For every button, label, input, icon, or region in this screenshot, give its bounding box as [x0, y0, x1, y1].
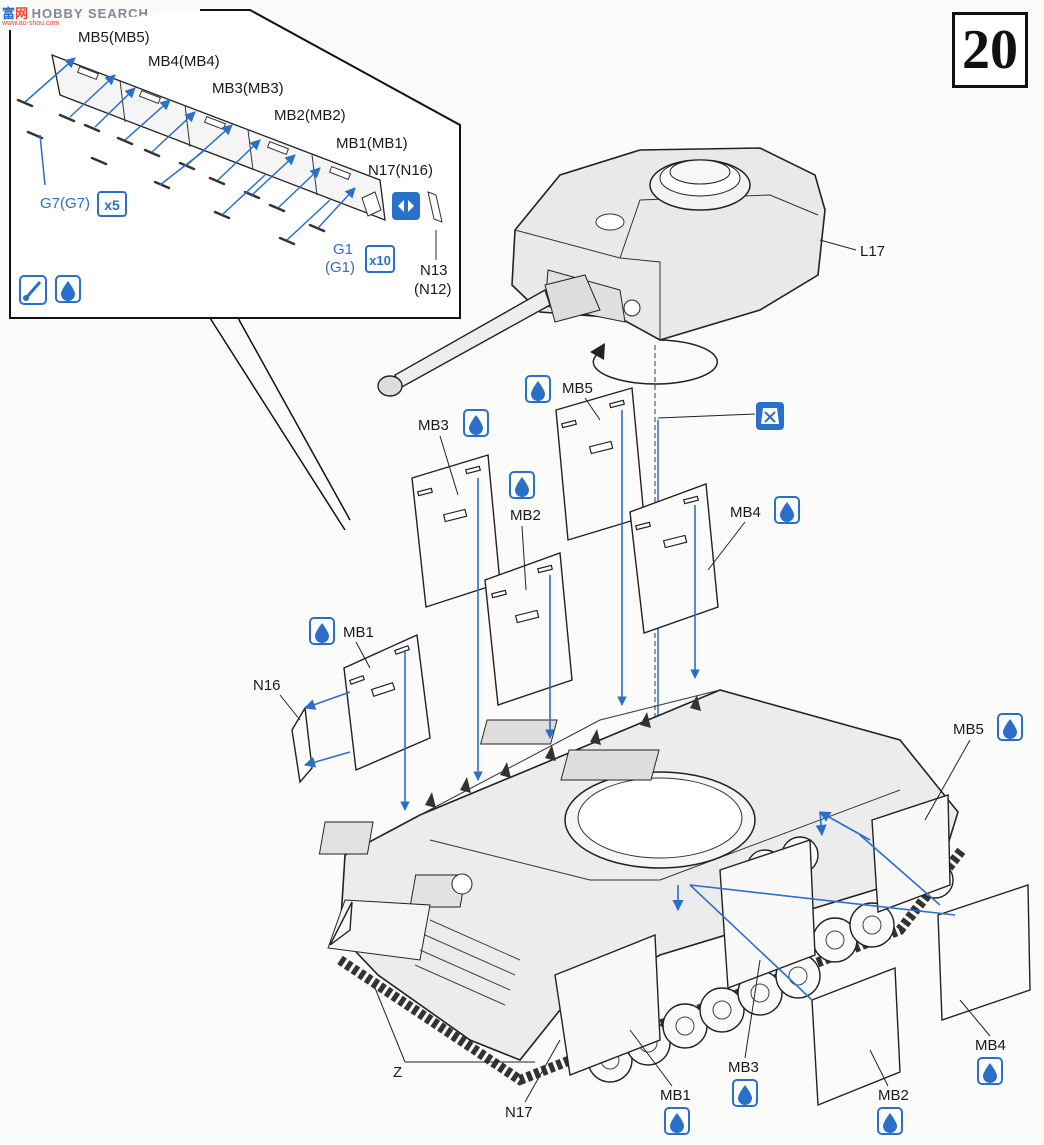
glue-icon-mb5-right — [997, 713, 1023, 741]
glue-drop-icon — [55, 275, 81, 303]
label-mb2-top: MB2 — [510, 507, 541, 524]
label-n16: N16 — [253, 677, 281, 694]
installed-plates — [329, 794, 951, 1076]
rotate-arrow-icon — [590, 339, 719, 385]
installed-mb5 — [871, 794, 951, 913]
glue-icon-mb2-bottom — [877, 1107, 903, 1135]
label-n13: N13 — [420, 262, 448, 279]
glue-icon-mb5 — [525, 375, 551, 403]
watermark-url: www.ao-shou.com — [2, 20, 60, 27]
watermark-cn2: 网 — [15, 6, 29, 21]
bracket-n16 — [291, 705, 313, 784]
qty-badge-g1: x10 — [365, 245, 395, 273]
label-n17: N17 — [505, 1104, 533, 1121]
inset-arrows — [24, 57, 356, 241]
label-mb3-bottom: MB3 — [728, 1059, 759, 1076]
label-mb5-inset: MB5(MB5) — [78, 29, 150, 46]
label-mb2-bottom: MB2 — [878, 1087, 909, 1104]
label-z: Z — [393, 1064, 402, 1081]
watermark-cn: 富 — [2, 6, 16, 21]
label-n13-alt: (N12) — [414, 281, 452, 298]
label-mb1-bottom: MB1 — [660, 1087, 691, 1104]
plate-mb4 — [629, 483, 719, 634]
label-g7: G7(G7) — [40, 195, 90, 212]
glue-icon-mb1 — [309, 617, 335, 645]
glue-icon-mb3-bottom — [732, 1079, 758, 1107]
glue-icon-mb4-right — [977, 1057, 1003, 1085]
no-glue-icon — [756, 402, 784, 430]
qty-badge-g7: x5 — [97, 191, 127, 217]
glue-icon-mb1-bottom — [664, 1107, 690, 1135]
qty-g1: x10 — [369, 253, 391, 268]
main-labels: MB5 MB3 MB2 MB4 MB1 N16 MB5 MB4 MB3 MB2 … — [253, 375, 1023, 1135]
label-mb4-top: MB4 — [730, 504, 761, 521]
plate-mb1 — [343, 633, 431, 772]
installed-mb3 — [719, 839, 816, 989]
watermark-logo: 富网 HOBBY SEARCH www.ao-shou.com — [2, 3, 149, 27]
main-arrows — [303, 410, 956, 1001]
plate-mb2 — [484, 552, 573, 706]
label-mb5-right: MB5 — [953, 721, 984, 738]
glue-icon-mb4 — [774, 496, 800, 524]
label-mb5-top: MB5 — [562, 380, 593, 397]
detail-inset: MB5(MB5) MB4(MB4) MB3(MB3) MB2(MB2) MB1(… — [9, 9, 461, 531]
label-n17-inset: N17(N16) — [368, 162, 433, 179]
label-mb3-top: MB3 — [418, 417, 449, 434]
plate-mb2-bottom — [811, 966, 901, 1107]
glue-icon-mb2 — [509, 471, 535, 499]
label-mb2-inset: MB2(MB2) — [274, 107, 346, 124]
plate-mb4-right — [937, 884, 1031, 1021]
opposite-side-icon — [392, 192, 420, 220]
turret — [377, 147, 826, 397]
label-mb4-inset: MB4(MB4) — [148, 53, 220, 70]
installed-front — [329, 901, 353, 946]
n17-bracket — [361, 191, 382, 217]
installed-mb1 — [554, 933, 661, 1076]
plate-handles — [348, 399, 700, 697]
label-mb1-top: MB1 — [343, 624, 374, 641]
label-l17: L17 — [860, 243, 885, 260]
label-mb3-inset: MB3(MB3) — [212, 80, 284, 97]
n13-bracket — [427, 191, 443, 260]
glue-icon-mb3 — [463, 409, 489, 437]
step-number: 20 — [952, 12, 1028, 88]
paint-brush-icon — [19, 275, 47, 305]
label-g1-alt: (G1) — [325, 259, 355, 276]
watermark-site: HOBBY SEARCH — [31, 6, 149, 21]
qty-g7: x5 — [104, 197, 120, 213]
label-g1: G1 — [333, 241, 353, 258]
label-mb4-right: MB4 — [975, 1037, 1006, 1054]
label-mb1-inset: MB1(MB1) — [336, 135, 408, 152]
